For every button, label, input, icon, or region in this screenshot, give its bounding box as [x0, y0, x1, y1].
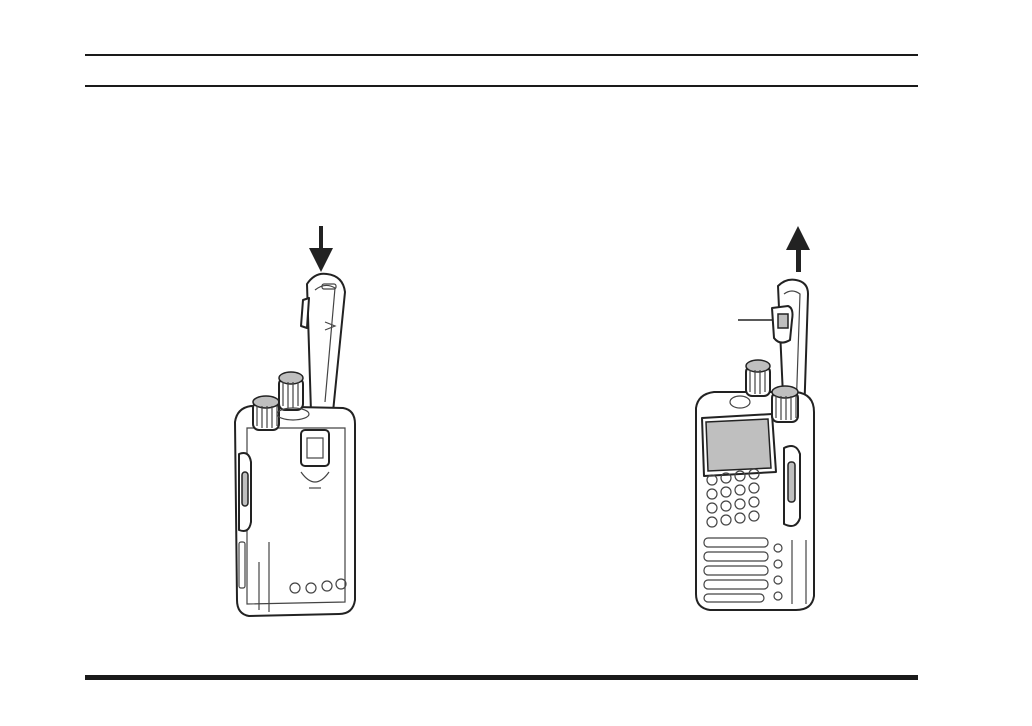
top-rule-2: [85, 85, 918, 87]
volume-knob: [253, 396, 279, 430]
right-illustration: [680, 222, 840, 622]
bottom-rule: [85, 675, 918, 680]
arrow-up-icon: [786, 226, 810, 272]
left-illustration: [215, 222, 375, 622]
radio-body-rear: [235, 406, 355, 616]
radio-body-front: [696, 392, 814, 610]
belt-clip: [301, 274, 345, 412]
top-rule-1: [85, 54, 918, 56]
volume-knob: [772, 386, 798, 422]
arrow-down-icon: [309, 226, 333, 272]
